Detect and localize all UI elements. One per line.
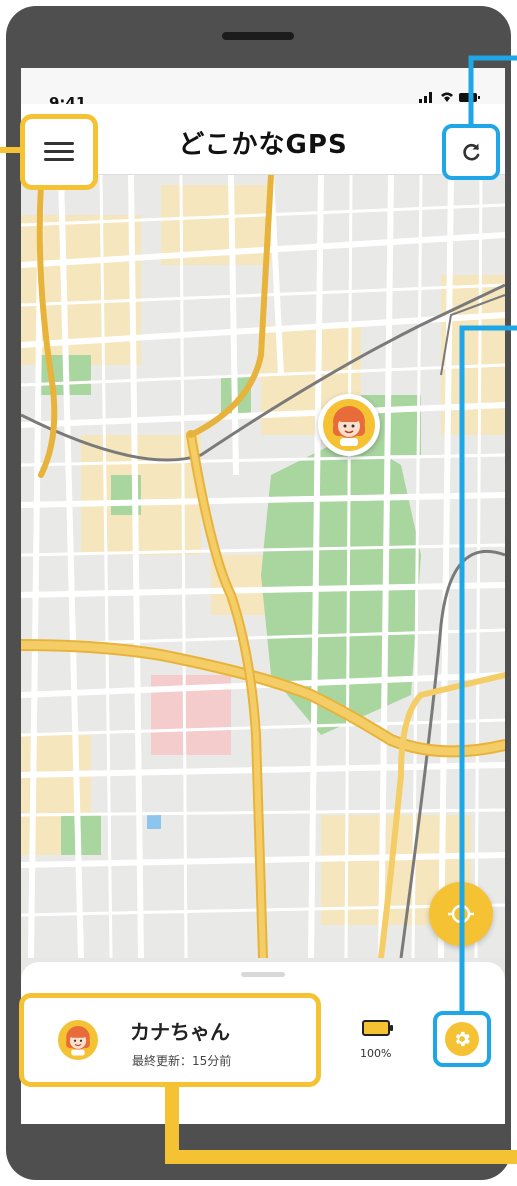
child-info-card[interactable]: カナちゃん 最終更新：15分前	[19, 993, 321, 1087]
last-updated-text: 最終更新：15分前	[132, 1054, 232, 1068]
park-area	[261, 435, 421, 735]
battery-icon	[362, 1020, 393, 1036]
railway-line	[21, 283, 505, 462]
child-settings-button[interactable]	[433, 1011, 491, 1067]
gear-icon	[455, 1031, 470, 1047]
railway-line	[399, 549, 505, 958]
battery-percent: 100%	[360, 1047, 392, 1060]
major-road	[378, 672, 505, 958]
app-header: どこかなGPS	[21, 104, 505, 175]
refresh-icon	[463, 143, 480, 161]
major-road	[188, 432, 266, 958]
major-road	[188, 175, 274, 438]
refresh-button[interactable]	[442, 124, 500, 180]
app-title: どこかなGPS	[178, 130, 348, 160]
child-avatar-icon	[58, 1020, 98, 1060]
hamburger-menu-icon	[44, 142, 74, 162]
child-name: カナちゃん	[130, 1020, 230, 1044]
hamburger-menu-button[interactable]	[20, 114, 98, 190]
child-face-icon	[323, 399, 375, 451]
pond	[147, 815, 161, 829]
major-road	[36, 182, 58, 478]
speaker-notch	[222, 32, 294, 40]
major-road	[21, 641, 505, 756]
street-grid	[21, 175, 505, 958]
child-location-pin[interactable]	[318, 394, 380, 456]
map-view[interactable]	[21, 175, 505, 958]
railway-line	[440, 294, 505, 376]
sheet-drag-handle[interactable]	[241, 972, 285, 977]
